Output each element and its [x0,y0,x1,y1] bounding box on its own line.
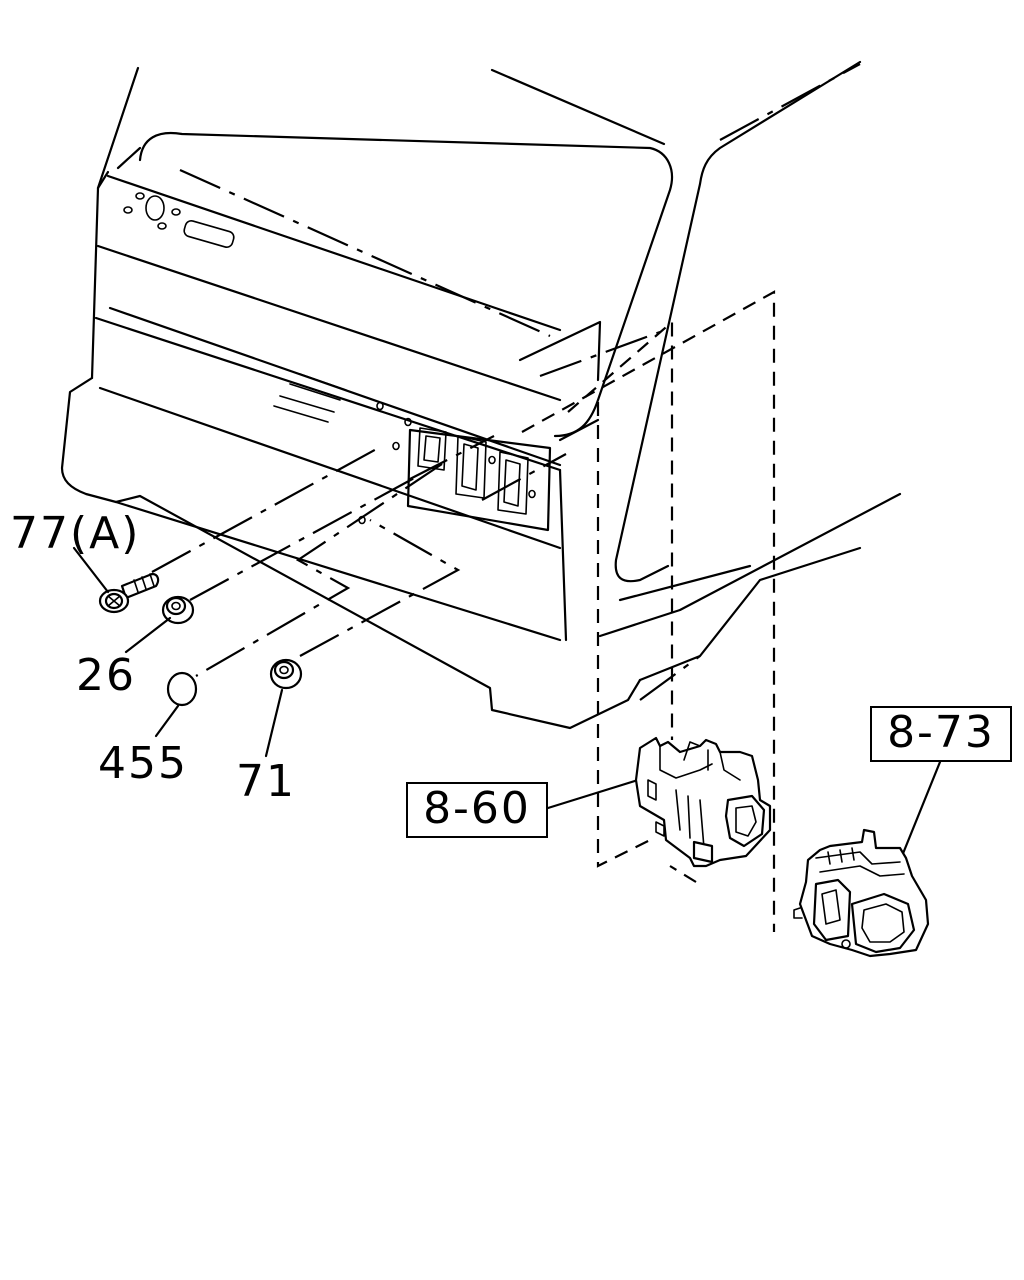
hidden-assembly-lines [521,290,776,932]
cap-455 [166,671,198,707]
cab-body [60,60,902,730]
leader-lines [72,546,942,858]
mounting-lines [151,435,567,677]
nut-26 [161,595,195,625]
front-panel-details [123,192,552,532]
nut-71 [269,658,303,690]
callout-455: 455 [98,738,188,789]
reference-8-60: 8-60 [406,782,548,838]
callout-77a: 77(A) [10,508,141,559]
reference-8-73: 8-73 [870,706,1012,762]
bolt-77a [98,572,160,614]
callout-71: 71 [236,756,296,807]
assembly-8-73 [793,828,930,958]
callout-26: 26 [76,650,136,701]
assembly-8-60 [634,736,772,868]
